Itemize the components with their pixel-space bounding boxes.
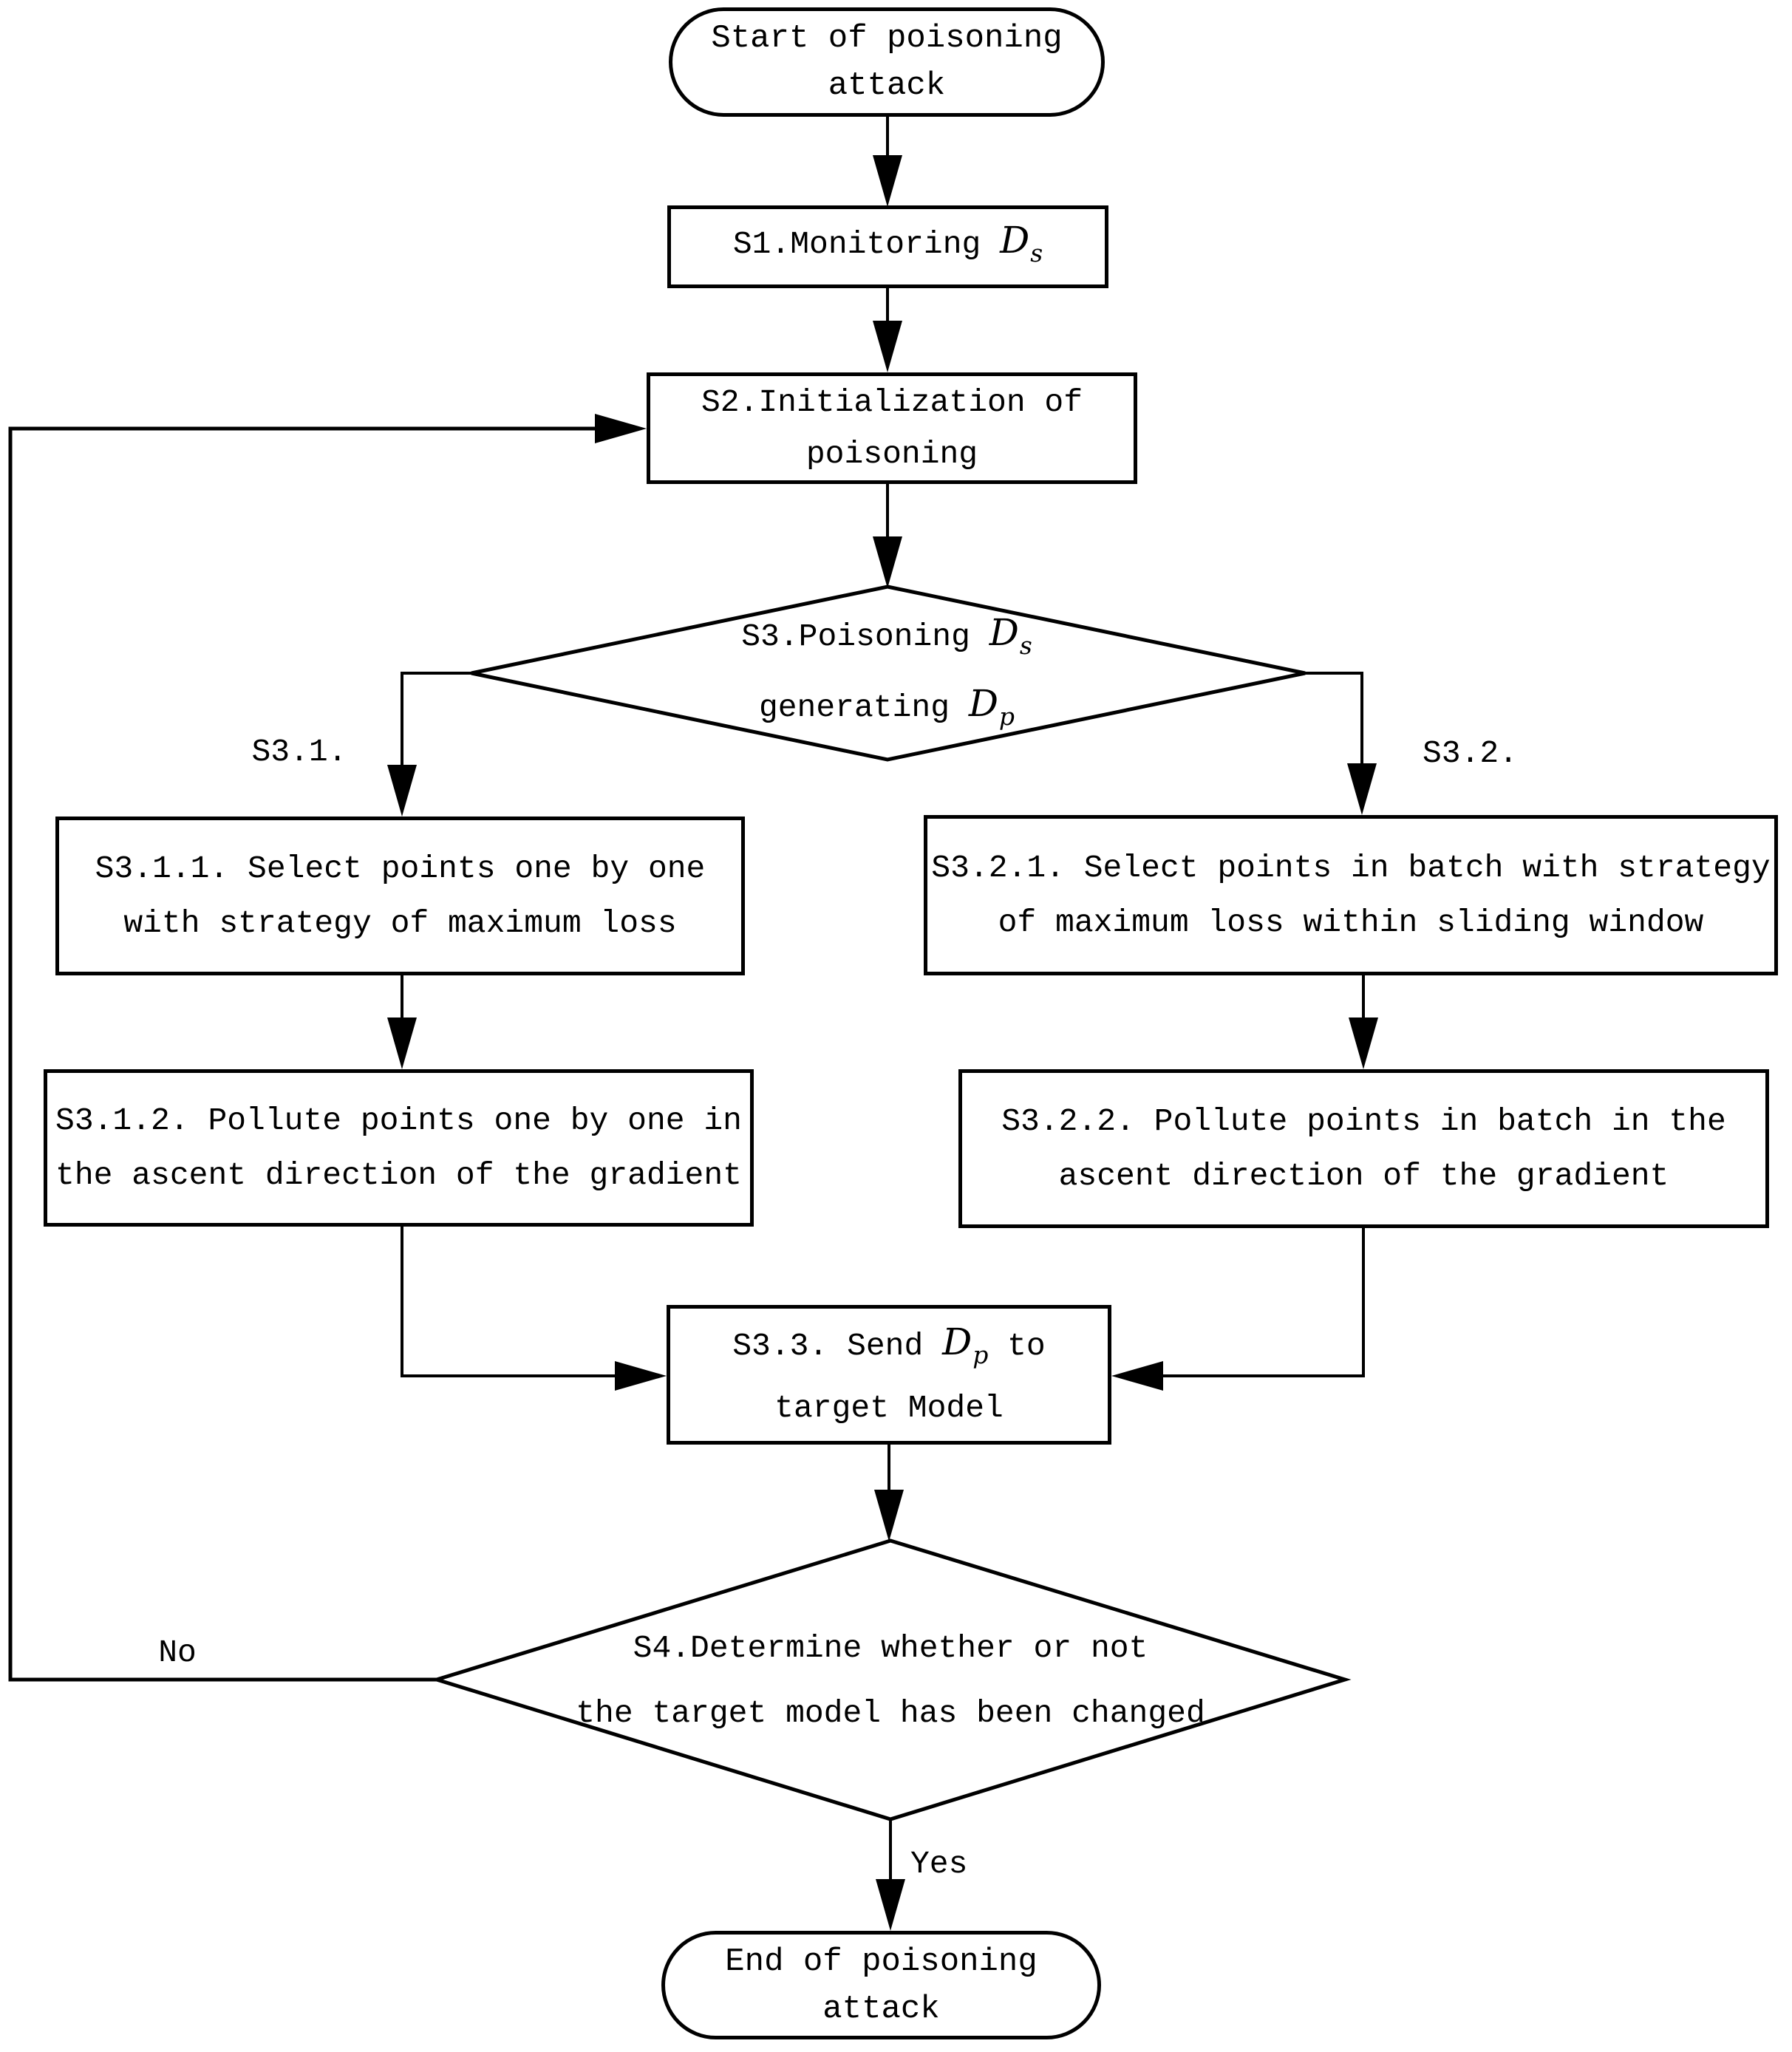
- arrowhead-s33-to-s4: [874, 1490, 904, 1541]
- node-start-label-line1: Start of poisoning: [711, 20, 1063, 57]
- arrowhead-s311-to-s312: [387, 1018, 417, 1069]
- node-s33-label-line1: S3.3. Send Dp to: [732, 1315, 1046, 1382]
- edge-s322-to-s33: [1160, 1228, 1365, 1377]
- math-var-ds: D: [1000, 219, 1031, 262]
- node-s321-label-line1: S3.2.1. Select points in batch with stra…: [931, 849, 1771, 886]
- arrowhead-s2-to-s3: [873, 536, 902, 588]
- arrowhead-s3-to-s321: [1347, 763, 1377, 815]
- edge-label-yes: Yes: [910, 1846, 968, 1882]
- node-s2-label-line2: poisoning: [805, 435, 978, 472]
- node-s322-label-line2: ascent direction of the gradient: [1058, 1157, 1669, 1194]
- node-end-label-line2: attack: [822, 1990, 940, 2028]
- math-var-ds: D: [989, 610, 1020, 654]
- s4-decision-diamond: [430, 1538, 1352, 1821]
- node-s312-label-line2: the ascent direction of the gradient: [55, 1156, 742, 1193]
- math-subscript-s: s: [1019, 630, 1032, 660]
- node-s4-label-line2: the target model has been changed: [576, 1695, 1205, 1731]
- edge-s4-no-to-s2: [8, 426, 595, 1682]
- math-subscript-p: p: [998, 701, 1015, 731]
- math-var-dp: D: [942, 1320, 973, 1363]
- edge-s3-to-s311: [401, 672, 471, 768]
- node-s33-line1-text: S3.3. Send: [732, 1327, 943, 1364]
- arrowhead-s312-to-s33: [615, 1361, 667, 1391]
- arrowhead-s322-to-s33: [1111, 1361, 1163, 1391]
- node-s33-process: S3.3. Send Dp to target Model: [667, 1305, 1111, 1445]
- node-s2-label-line1: S2.Initialization of: [701, 384, 1083, 420]
- arrowhead-s321-to-s322: [1349, 1018, 1378, 1069]
- branch-label-s3-1: S3.1.: [251, 734, 347, 770]
- node-s3-line1-text: S3.Poisoning: [741, 618, 989, 655]
- edge-label-no: No: [158, 1635, 197, 1671]
- node-start-label-line2: attack: [828, 67, 946, 104]
- edge-s312-to-s33: [401, 1227, 618, 1377]
- node-s2-process: S2.Initialization of poisoning: [647, 372, 1137, 484]
- node-s3-decision-label: S3.Poisoning Ds generating Dp: [547, 610, 1227, 739]
- node-s33-label-line2: target Model: [774, 1389, 1004, 1426]
- math-subscript-s: s: [1030, 239, 1043, 267]
- node-s1-process: S1.Monitoring Ds: [667, 205, 1108, 288]
- node-s33-line1-text-post: to: [988, 1327, 1046, 1364]
- node-s312-process: S3.1.2. Pollute points one by one in the…: [44, 1069, 754, 1227]
- node-start-terminator: Start of poisoning attack: [669, 7, 1105, 117]
- branch-label-s3-2: S3.2.: [1423, 735, 1519, 771]
- node-s312-label-line1: S3.1.2. Pollute points one by one in: [55, 1102, 742, 1139]
- node-s3-label-line1: S3.Poisoning Ds: [741, 604, 1032, 675]
- node-s311-process: S3.1.1. Select points one by one with st…: [55, 817, 745, 975]
- node-s322-process: S3.2.2. Pollute points in batch in the a…: [958, 1069, 1769, 1228]
- arrowhead-s4-yes-to-end: [876, 1879, 905, 1931]
- node-s322-label-line1: S3.2.2. Pollute points in batch in the: [1001, 1102, 1726, 1139]
- node-s4-label-line1: S4.Determine whether or not: [633, 1630, 1148, 1666]
- math-subscript-p: p: [972, 1340, 989, 1369]
- node-s321-label-line2: of maximum loss within sliding window: [998, 904, 1704, 941]
- node-s311-label-line1: S3.1.1. Select points one by one: [95, 850, 706, 887]
- arrowhead-s4-no-to-s2: [595, 414, 647, 443]
- node-s311-label-line2: with strategy of maximum loss: [123, 904, 677, 941]
- edge-s3-to-s321: [1305, 672, 1363, 766]
- arrowhead-start-to-s1: [873, 155, 902, 207]
- node-end-label-line1: End of poisoning: [725, 1943, 1038, 1980]
- arrowhead-s1-to-s2: [873, 321, 902, 372]
- s3-decision-diamond: [471, 584, 1306, 762]
- node-s1-label: S1.Monitoring Ds: [733, 214, 1043, 280]
- math-var-dp: D: [968, 681, 999, 725]
- node-s4-decision-label: S4.Determine whether or not the target m…: [473, 1603, 1308, 1759]
- arrowhead-s3-to-s311: [387, 765, 417, 817]
- node-end-terminator: End of poisoning attack: [661, 1931, 1101, 2039]
- node-s321-process: S3.2.1. Select points in batch with stra…: [924, 815, 1778, 975]
- node-s1-text: S1.Monitoring: [732, 226, 1001, 262]
- node-s3-label-line2: generating Dp: [759, 675, 1015, 746]
- node-s3-line2-text: generating: [758, 689, 969, 726]
